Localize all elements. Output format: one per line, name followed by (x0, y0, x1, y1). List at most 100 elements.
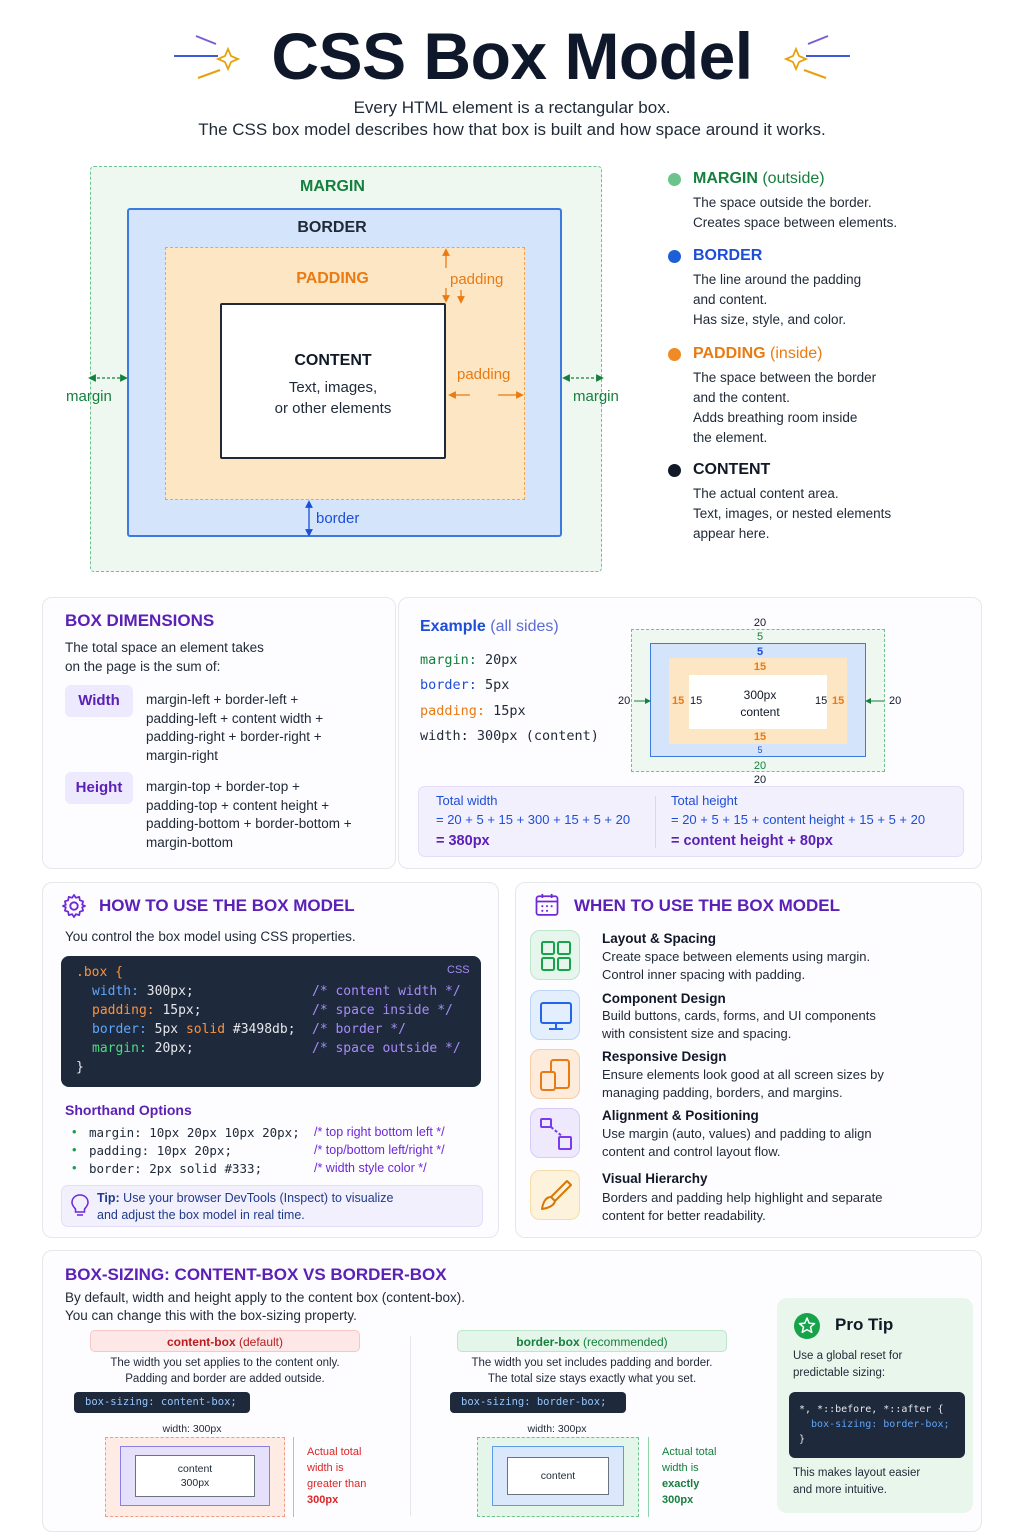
legend-padding-title: PADDING (inside) (693, 345, 823, 362)
padding-dot (668, 348, 681, 361)
border-box-content-region (507, 1457, 609, 1495)
item-responsive-line-2: managing padding, borders, and margins. (602, 1085, 843, 1100)
code-line-border: border: 5px solid #3498db; (92, 1022, 296, 1037)
code-line-padding: padding: 15px; (92, 1003, 202, 1018)
legend-content-title: CONTENT (693, 461, 771, 478)
calendar-icon (535, 893, 559, 916)
devices-icon (530, 1049, 580, 1099)
padding-label: PADDING (296, 270, 369, 287)
example-border: border: 5px (420, 677, 510, 693)
dimensions-intro-1: The total space an element takes (65, 640, 264, 655)
content-box-bracket (293, 1437, 294, 1517)
item-component-line-1: Build buttons, cards, forms, and UI comp… (602, 1008, 876, 1023)
ex-inner-5: 5 (756, 646, 764, 658)
sizing-intro-1: By default, width and height apply to th… (65, 1290, 466, 1305)
legend-padding-line-1: The space between the border (693, 370, 877, 385)
align-icon (530, 1108, 580, 1158)
legend-padding-line-2: and the content. (693, 390, 790, 405)
item-layout-line-1: Create space between elements using marg… (602, 949, 871, 964)
code-comment-margin: /* space outside */ (312, 1041, 461, 1056)
pro-tip-text-2: predictable sizing: (793, 1367, 886, 1379)
item-alignment-title: Alignment & Positioning (602, 1108, 759, 1123)
shorthand-margin-comment: /* top right bottom left */ (314, 1125, 445, 1139)
ex-content-2: content (740, 705, 780, 719)
gear-icon (62, 894, 86, 918)
ex-bottom-5: 5 (757, 745, 763, 755)
code-line-width: width: 300px; (92, 984, 194, 999)
content-box-note: Actual total width is greater than 300px (307, 1446, 367, 1506)
legend-content-line-1: The actual content area. (693, 486, 839, 501)
legend-border-line-1: The line around the padding (693, 272, 862, 287)
code-lang-label: CSS (447, 964, 470, 976)
content-text-2: or other elements (274, 400, 392, 417)
border-box-width-label: width: 300px (527, 1423, 587, 1435)
content-box-content-region (135, 1455, 255, 1497)
shorthand-margin: margin: 10px 20px 10px 20px; (89, 1125, 300, 1140)
brush-icon (530, 1170, 580, 1220)
content-box-inner-2: 300px (180, 1477, 210, 1489)
border-dot (668, 250, 681, 263)
example-width: width: 300px (content) (420, 728, 599, 744)
content-box-inner-1: content (177, 1463, 213, 1475)
padding-right-label: padding (457, 366, 511, 383)
code-selector: .box { (76, 965, 123, 980)
content-box-heading: content-box (default) (90, 1330, 360, 1352)
total-width-label: Total width (436, 793, 498, 808)
bullet-1: • (72, 1124, 77, 1139)
howto-title: HOW TO USE THE BOX MODEL (99, 896, 355, 915)
border-bottom-label: border (316, 510, 360, 527)
legend-border-line-3: Has size, style, and color. (693, 312, 847, 327)
item-component-line-2: with consistent size and spacing. (602, 1026, 792, 1041)
shorthand-border-comment: /* width style color */ (314, 1161, 427, 1175)
ex-left-15a: 15 (672, 695, 685, 707)
code-close: } (76, 1060, 84, 1075)
ex-left-15b: 15 (690, 695, 703, 707)
width-line-2: padding-left + content width + (146, 711, 324, 726)
legend-padding-line-3: Adds breathing room inside (693, 410, 858, 425)
border-box-inner-1: content (540, 1470, 576, 1482)
sizing-intro-2: You can change this with the box-sizing … (65, 1308, 357, 1323)
monitor-icon (530, 990, 580, 1040)
pro-tip-code-2: box-sizing: border-box; (799, 1419, 950, 1430)
shorthand-title: Shorthand Options (65, 1102, 192, 1118)
ex-right-15a: 15 (815, 695, 828, 707)
lightbulb-icon (71, 1194, 89, 1216)
item-alignment-line-2: content and control layout flow. (602, 1144, 781, 1159)
totals-divider (655, 796, 656, 848)
border-box-code: box-sizing: border-box; (450, 1392, 626, 1413)
layout-grid-icon (530, 930, 580, 980)
legend-border-title: BORDER (693, 247, 763, 264)
box-sizing-title: BOX-SIZING: CONTENT-BOX VS BORDER-BOX (65, 1265, 447, 1284)
example-title: Example (all sides) (420, 618, 559, 635)
content-box-code: box-sizing: content-box; (74, 1392, 250, 1413)
subtitle-line-1: Every HTML element is a rectangular box. (353, 98, 671, 117)
pro-tip-footer-2: and more intuitive. (793, 1484, 887, 1496)
content-region (220, 303, 446, 459)
pro-tip-code-block (789, 1392, 965, 1458)
tip-line-2: and adjust the box model in real time. (97, 1208, 305, 1222)
margin-dot (668, 173, 681, 186)
height-line-1: margin-top + border-top + (146, 779, 300, 794)
total-width-result: = 380px (436, 833, 490, 849)
width-pill: Width (65, 685, 133, 717)
ex-top-5: 5 (756, 631, 764, 643)
height-line-4: margin-bottom (146, 835, 234, 850)
totals-panel (418, 786, 964, 857)
margin-label: MARGIN (300, 178, 365, 195)
page-title: CSS Box Model (271, 19, 753, 93)
bullet-2: • (72, 1142, 77, 1157)
margin-right-label: margin (573, 388, 619, 405)
pro-tip-title: Pro Tip (835, 1315, 894, 1334)
border-box-bracket (648, 1437, 649, 1517)
padding-top-label: padding (450, 271, 504, 288)
tip-line-1: Tip: Use your browser DevTools (Inspect)… (97, 1191, 394, 1205)
howto-intro: You control the box model using CSS prop… (65, 929, 356, 944)
subtitle-line-2: The CSS box model describes how that box… (198, 120, 826, 139)
code-line-margin: margin: 20px; (92, 1041, 194, 1056)
example-margin: margin: 20px (420, 652, 518, 668)
item-layout-title: Layout & Spacing (602, 931, 717, 946)
height-line-2: padding-top + content height + (146, 798, 330, 813)
item-hierarchy-line-2: content for better readability. (602, 1208, 766, 1223)
ex-bottom-20a: 20 (753, 760, 767, 772)
content-dot (668, 464, 681, 477)
